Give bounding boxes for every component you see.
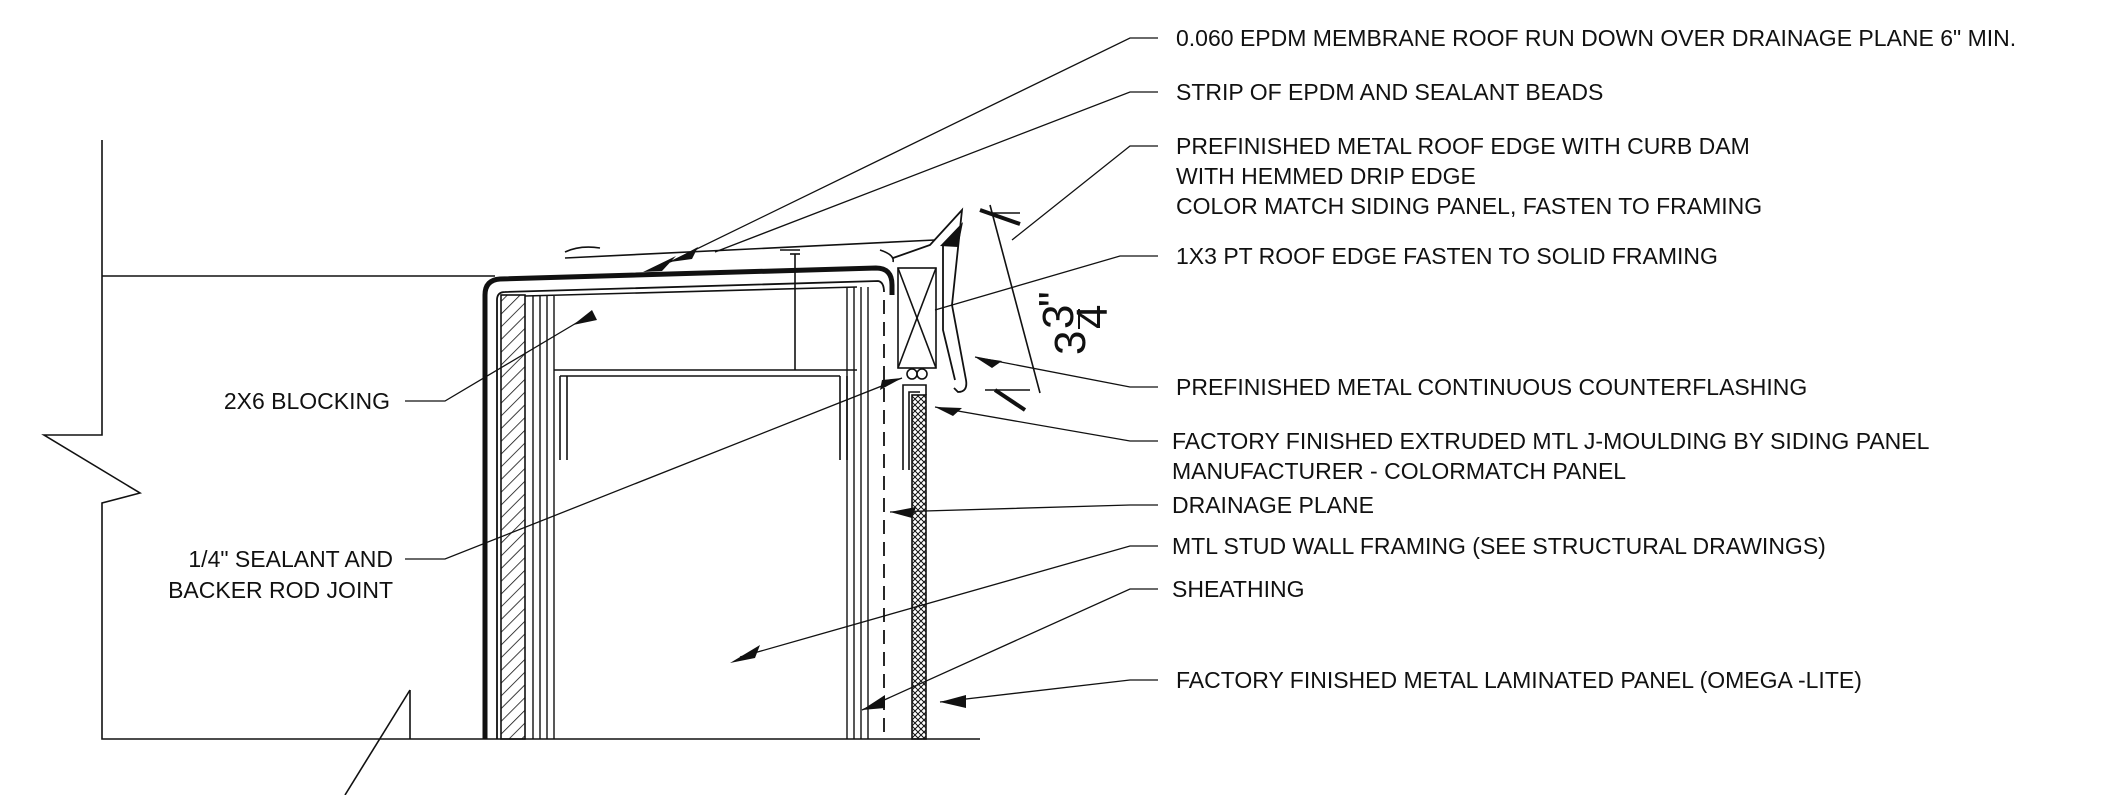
label-sealant-line2: BACKER ROD JOINT xyxy=(168,577,393,603)
label-pt-edge-text: 1X3 PT ROOF EDGE FASTEN TO SOLID FRAMING xyxy=(1176,243,1718,269)
label-roof-edge-line2: WITH HEMMED DRIP EDGE xyxy=(1176,163,1476,189)
label-pt-edge: 1X3 PT ROOF EDGE FASTEN TO SOLID FRAMING xyxy=(1176,243,1718,269)
dimension-line xyxy=(979,204,1041,412)
arrowheads xyxy=(573,222,1002,710)
label-blocking: 2X6 BLOCKING xyxy=(224,388,390,414)
label-roof-edge: PREFINISHED METAL ROOF EDGE WITH CURB DA… xyxy=(1176,133,1762,219)
plywood-blocking-left xyxy=(500,294,526,740)
label-panel-text: FACTORY FINISHED METAL LAMINATED PANEL (… xyxy=(1176,667,1862,693)
top-blocking xyxy=(524,286,858,460)
label-roof-edge-line3: COLOR MATCH SIDING PANEL, FASTEN TO FRAM… xyxy=(1176,193,1762,219)
roof-edge-cap xyxy=(482,265,895,739)
label-strip: STRIP OF EPDM AND SEALANT BEADS xyxy=(1176,79,1603,105)
label-stud-text: MTL STUD WALL FRAMING (SEE STRUCTURAL DR… xyxy=(1172,533,1826,559)
left-stud-lines xyxy=(532,296,555,739)
dimension-numerator: 3 xyxy=(1034,305,1083,329)
label-strip-text: STRIP OF EPDM AND SEALANT BEADS xyxy=(1176,79,1603,105)
label-counterflashing: PREFINISHED METAL CONTINUOUS COUNTERFLAS… xyxy=(1176,374,1807,400)
counterflashing xyxy=(892,207,968,393)
label-sealant: 1/4" SEALANT AND BACKER ROD JOINT xyxy=(168,546,393,603)
label-counterflashing-text: PREFINISHED METAL CONTINUOUS COUNTERFLAS… xyxy=(1176,374,1807,400)
label-membrane: 0.060 EPDM MEMBRANE ROOF RUN DOWN OVER D… xyxy=(1176,25,2016,51)
label-j-moulding-line1: FACTORY FINISHED EXTRUDED MTL J-MOULDING… xyxy=(1172,428,1930,454)
dimension-text: 3 3 4 " xyxy=(1030,291,1117,355)
dimension-denominator: 4 xyxy=(1068,305,1117,329)
metal-laminated-panel xyxy=(911,394,927,740)
label-blocking-text: 2X6 BLOCKING xyxy=(224,388,390,414)
dimension-unit: " xyxy=(1030,291,1079,307)
label-j-moulding-line2: MANUFACTURER - COLORMATCH PANEL xyxy=(1172,458,1626,484)
label-sheathing-text: SHEATHING xyxy=(1172,576,1304,602)
j-moulding xyxy=(902,384,927,470)
dimension-whole: 3 xyxy=(1046,331,1095,355)
label-sheathing: SHEATHING xyxy=(1172,576,1304,602)
label-drainage: DRAINAGE PLANE xyxy=(1172,492,1374,518)
leader-lines xyxy=(669,37,1158,711)
label-j-moulding: FACTORY FINISHED EXTRUDED MTL J-MOULDING… xyxy=(1172,428,1930,484)
pt-roof-edge xyxy=(897,267,937,369)
backer-rod xyxy=(906,368,928,380)
label-roof-edge-line1: PREFINISHED METAL ROOF EDGE WITH CURB DA… xyxy=(1176,133,1750,159)
label-membrane-text: 0.060 EPDM MEMBRANE ROOF RUN DOWN OVER D… xyxy=(1176,25,2016,51)
leader-lines-left xyxy=(405,321,903,560)
roof-membrane xyxy=(564,239,936,370)
label-drainage-text: DRAINAGE PLANE xyxy=(1172,492,1374,518)
label-sealant-line1: 1/4" SEALANT AND xyxy=(188,546,393,572)
label-panel: FACTORY FINISHED METAL LAMINATED PANEL (… xyxy=(1176,667,1862,693)
break-line xyxy=(41,140,980,795)
right-stud-lines xyxy=(846,287,869,739)
label-stud: MTL STUD WALL FRAMING (SEE STRUCTURAL DR… xyxy=(1172,533,1826,559)
